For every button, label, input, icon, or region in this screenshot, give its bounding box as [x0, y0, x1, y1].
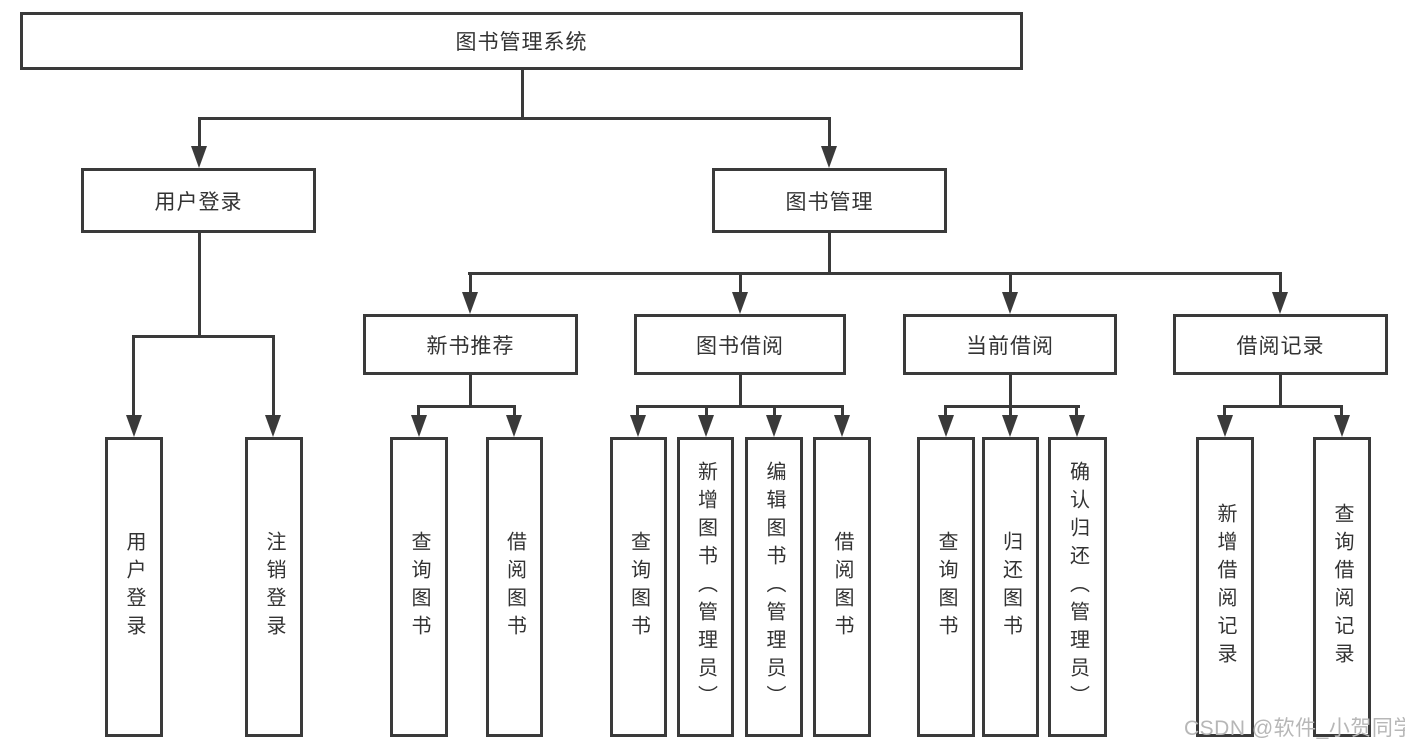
arrowhead-leaf-logout [265, 415, 281, 437]
leaf-add-borrow-record: 新增借阅记录 [1196, 437, 1254, 737]
leaf-borrow-books-recommend-label: 借阅图书 [503, 531, 526, 643]
node-borrowing-records-label: 借阅记录 [1236, 334, 1325, 358]
leaf-add-borrow-record-label: 新增借阅记录 [1214, 503, 1236, 671]
leaf-query-borrow-record: 查询借阅记录 [1313, 437, 1371, 737]
leaf-confirm-return-admin: 确认归还（管理员） [1048, 437, 1107, 737]
connector-new-book-bar [417, 405, 516, 408]
leaf-query-books-current-label: 查询图书 [935, 531, 957, 643]
connector-level3-bar [468, 272, 1282, 275]
arrowhead-borrow-records [1272, 292, 1288, 314]
leaf-query-books-current: 查询图书 [917, 437, 975, 737]
connector-drop-new-book [469, 272, 472, 294]
arrowhead-leaf [1002, 415, 1018, 437]
node-book-borrowing-label: 图书借阅 [696, 334, 784, 358]
node-root: 图书管理系统 [20, 12, 1023, 70]
node-user-login: 用户登录 [81, 168, 316, 233]
connector-drop-leaf [513, 405, 516, 417]
arrowhead-leaf-login [126, 415, 142, 437]
arrowhead-leaf [506, 415, 522, 437]
connector-level2-bar [198, 117, 831, 120]
connector-drop-book-management [828, 117, 831, 148]
leaf-return-books-label: 归还图书 [999, 531, 1022, 643]
leaf-user-login-label: 用户登录 [123, 531, 145, 643]
arrowhead-user-login [191, 146, 207, 168]
connector-drop-leaf [636, 405, 639, 417]
leaf-add-books-admin-label: 新增图书（管理员） [694, 461, 717, 713]
connector-root-stem [521, 70, 524, 120]
connector-book-management-stem [828, 233, 831, 275]
connector-book-borrow-stem [739, 375, 742, 408]
connector-drop-leaf [841, 405, 844, 417]
connector-drop-leaf-login [132, 335, 135, 417]
arrowhead-leaf [411, 415, 427, 437]
connector-drop-leaf [417, 405, 420, 417]
node-book-borrowing: 图书借阅 [634, 314, 846, 375]
leaf-borrow-books: 借阅图书 [813, 437, 871, 737]
connector-user-login-bar [132, 335, 275, 338]
node-borrowing-records: 借阅记录 [1173, 314, 1388, 375]
connector-drop-leaf [1075, 405, 1078, 417]
leaf-logout: 注销登录 [245, 437, 303, 737]
connector-drop-leaf [1223, 405, 1226, 417]
arrowhead-book-management [821, 146, 837, 168]
leaf-add-books-admin: 新增图书（管理员） [677, 437, 734, 737]
arrowhead-new-book [462, 292, 478, 314]
node-new-book-recommend-label: 新书推荐 [426, 334, 515, 358]
node-new-book-recommend: 新书推荐 [363, 314, 578, 375]
leaf-user-login: 用户登录 [105, 437, 163, 737]
arrowhead-leaf [834, 415, 850, 437]
connector-drop-current-borrow [1009, 272, 1012, 294]
connector-drop-user-login [198, 117, 201, 148]
leaf-query-books-recommend-label: 查询图书 [408, 531, 430, 643]
arrowhead-book-borrow [732, 292, 748, 314]
leaf-edit-books-admin: 编辑图书（管理员） [745, 437, 803, 737]
connector-drop-book-borrow [739, 272, 742, 294]
connector-current-borrow-bar [944, 405, 1080, 408]
connector-drop-leaf [773, 405, 776, 417]
connector-drop-leaf [1340, 405, 1343, 417]
connector-user-login-stem [198, 233, 201, 337]
connector-drop-leaf [1009, 405, 1012, 417]
arrowhead-leaf [1069, 415, 1085, 437]
watermark: CSDN @软件_小贺同学 [1184, 717, 1405, 740]
connector-new-book-stem [469, 375, 472, 408]
arrowhead-leaf [766, 415, 782, 437]
leaf-edit-books-admin-label: 编辑图书（管理员） [763, 461, 785, 713]
leaf-borrow-books-label: 借阅图书 [831, 531, 853, 643]
leaf-query-books-recommend: 查询图书 [390, 437, 448, 737]
arrowhead-leaf [1334, 415, 1350, 437]
node-book-management: 图书管理 [712, 168, 947, 233]
arrowhead-current-borrow [1002, 292, 1018, 314]
arrowhead-leaf [1217, 415, 1233, 437]
connector-drop-leaf-logout [272, 335, 275, 417]
leaf-query-books-borrowing: 查询图书 [610, 437, 667, 737]
arrowhead-leaf [630, 415, 646, 437]
connector-borrow-records-bar [1223, 405, 1343, 408]
arrowhead-leaf [698, 415, 714, 437]
leaf-query-books-borrowing-label: 查询图书 [627, 531, 650, 643]
leaf-return-books: 归还图书 [982, 437, 1039, 737]
node-current-borrowing-label: 当前借阅 [966, 334, 1054, 358]
connector-borrow-records-stem [1279, 375, 1282, 408]
node-current-borrowing: 当前借阅 [903, 314, 1117, 375]
node-user-login-label: 用户登录 [154, 190, 243, 214]
connector-drop-leaf [705, 405, 708, 417]
node-book-management-label: 图书管理 [785, 190, 874, 214]
connector-book-borrow-bar [636, 405, 844, 408]
leaf-confirm-return-admin-label: 确认归还（管理员） [1066, 461, 1089, 713]
node-root-label: 图书管理系统 [455, 31, 588, 54]
connector-drop-borrow-records [1279, 272, 1282, 294]
leaf-query-borrow-record-label: 查询借阅记录 [1331, 503, 1353, 671]
leaf-logout-label: 注销登录 [263, 531, 285, 643]
connector-current-borrow-stem [1009, 375, 1012, 408]
leaf-borrow-books-recommend: 借阅图书 [486, 437, 543, 737]
connector-drop-leaf [944, 405, 947, 417]
arrowhead-leaf [938, 415, 954, 437]
